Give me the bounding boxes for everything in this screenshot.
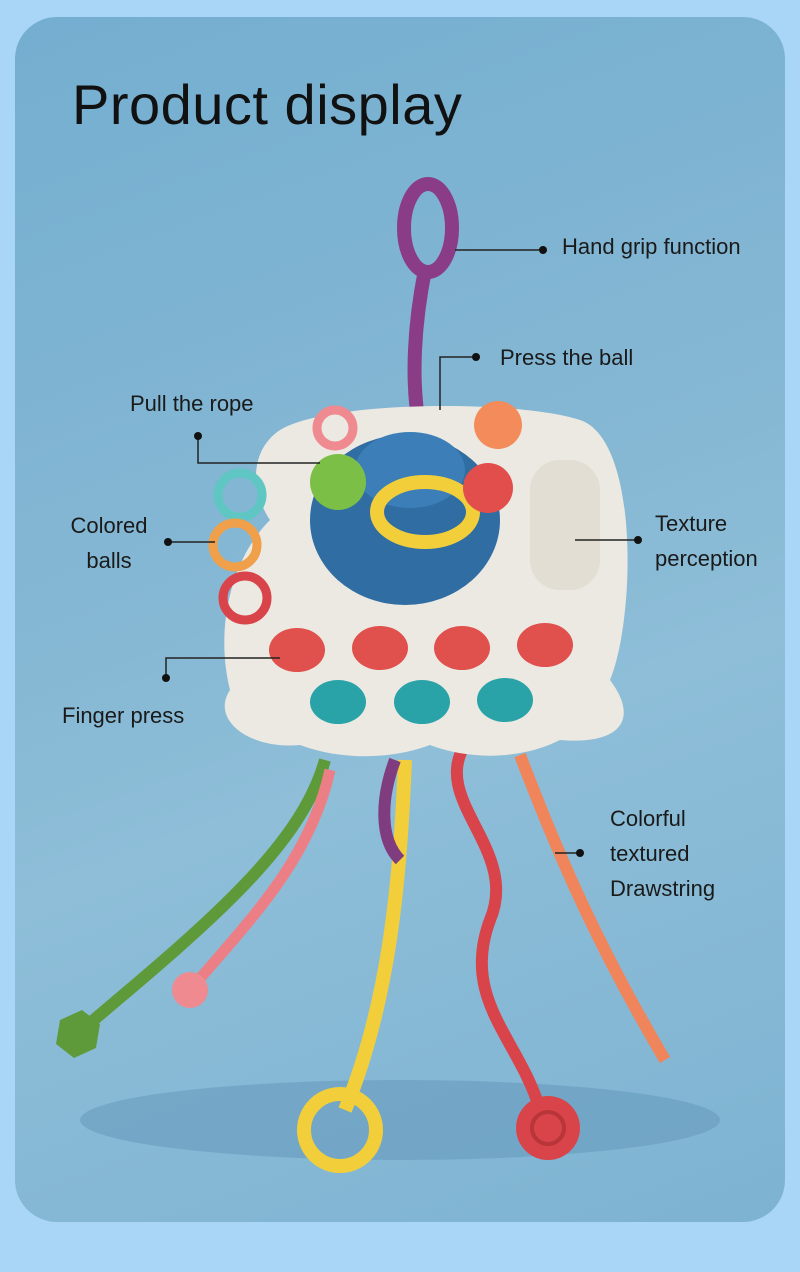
label-drawstring-line1: Colorful (610, 806, 686, 831)
label-colored-balls: Colored balls (60, 508, 158, 578)
label-colored-balls-line2: balls (86, 548, 132, 573)
page-title: Product display (72, 73, 463, 136)
label-pull-rope: Pull the rope (130, 391, 254, 416)
label-drawstring: Colorful textured Drawstring (610, 801, 715, 906)
label-drawstring-line3: Drawstring (610, 876, 716, 901)
label-texture-perception: Texture perception (655, 506, 758, 576)
label-finger-press: Finger press (62, 703, 185, 728)
label-texture-line1: Texture (655, 511, 728, 536)
label-drawstring-line2: textured (610, 841, 690, 866)
label-colored-balls-line1: Colored (70, 513, 148, 538)
label-texture-line2: perception (655, 546, 758, 571)
label-press-ball: Press the ball (500, 345, 634, 370)
label-hand-grip: Hand grip function (562, 234, 741, 259)
